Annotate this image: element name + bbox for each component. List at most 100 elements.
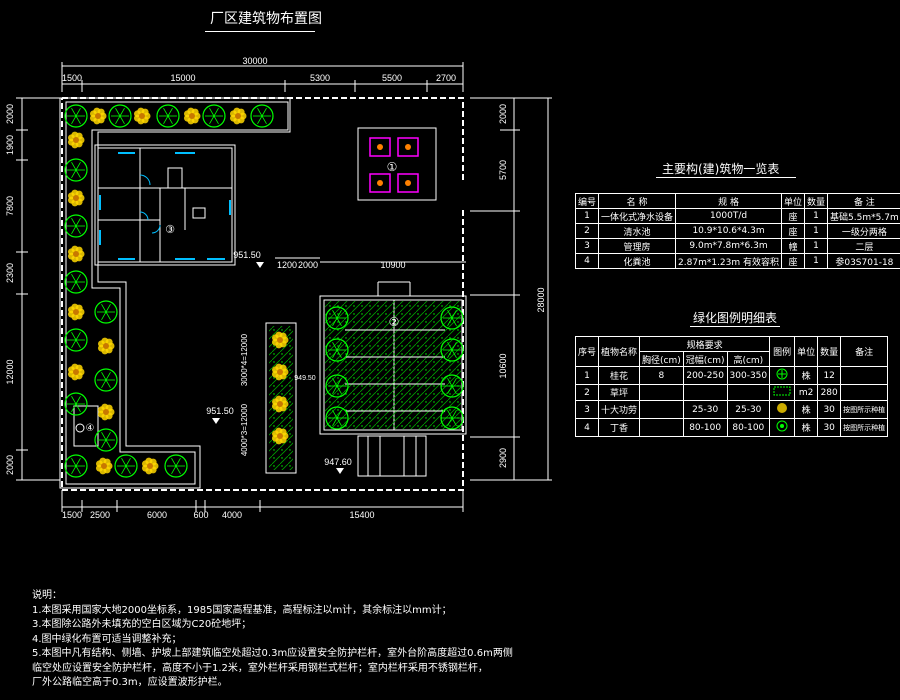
table-row: 2 草坪 m2 280 [574, 384, 889, 401]
admin-doors [139, 174, 161, 234]
shrub-symbol [67, 189, 85, 207]
top-dimension-lines [61, 62, 464, 92]
notes-block: 说明： 1.本图采用国家大地2000坐标系，1985国家高程基准，高程标注以m计… [32, 589, 513, 691]
admin-building [94, 144, 236, 266]
green-title-underline [690, 326, 780, 327]
drawing-title: 厂区建筑物布置图 [210, 11, 322, 27]
table-cell: 十大功劳 [598, 400, 641, 419]
table-cell: 80-100 [726, 418, 771, 437]
dim-right-4: 2900 [498, 448, 508, 468]
table-cell: 1 [574, 208, 600, 224]
table-cell: 8 [639, 366, 684, 385]
tree-symbol [94, 300, 118, 324]
admin-windows [99, 152, 231, 260]
table-cell [682, 384, 728, 401]
shrub-symbol [67, 131, 85, 149]
tree-symbol [64, 454, 88, 478]
elevation-2: 951.50 [206, 406, 234, 416]
tree-symbol [94, 428, 118, 452]
table-cell [639, 418, 684, 437]
dim-bottom-6: 15400 [349, 510, 374, 520]
table-row: 4 化粪池 2.87m*1.23m 有效容积 座 1 参03S701-18 [574, 253, 900, 269]
table-cell [840, 384, 889, 401]
equipment-cores [377, 144, 411, 186]
structures-table: 编号 名 称 规 格 单位 数量 备 注 1 一体化式净水设备 1000T/d … [574, 193, 900, 269]
table-row: 4 丁香 80-100 80-100 株 30 按图所示种植 [574, 418, 889, 437]
tree-symbol [156, 104, 180, 128]
shrub-symbol [67, 303, 85, 321]
green-header-cell: 备注 [840, 336, 889, 367]
green-header-row: 序号 植物名称 规格要求 图例 单位 数量 备注 [574, 336, 889, 367]
legend-lilac-icon [769, 418, 796, 437]
table-row: 3 十大功劳 25-30 25-30 株 30 按图所示种植 [574, 400, 889, 419]
table-cell: 株 [794, 366, 819, 385]
dim-bottom-2: 2500 [90, 510, 110, 520]
note-line: 4.图中绿化布置可适当调整补充； [32, 633, 182, 645]
tree-symbol [64, 392, 88, 416]
shrub-symbol [97, 403, 115, 421]
table-cell: 1 [804, 238, 829, 254]
table-cell: 参03S701-18 [827, 253, 900, 269]
table-cell: 管理房 [598, 238, 677, 254]
structures-header-cell: 备 注 [827, 193, 900, 209]
structures-header-row: 编号 名 称 规 格 单位 数量 备 注 [574, 193, 900, 209]
table-cell: 2.87m*1.23m 有效容积 [675, 253, 783, 269]
tree-symbol [202, 104, 226, 128]
table-cell: 草坪 [598, 384, 641, 401]
table-cell: 一体化式净水设备 [598, 208, 677, 224]
table-row: 2 清水池 10.9*10.6*4.3m 座 1 一级分两格 [574, 223, 900, 239]
shrub-symbol [229, 107, 247, 125]
structures-header-cell: 规 格 [675, 193, 783, 209]
tree-symbol [250, 104, 274, 128]
green-belt [59, 97, 291, 489]
table-cell: 按图所示种植 [840, 400, 889, 419]
table-cell: 12 [817, 366, 842, 385]
dim-right-3: 10600 [498, 353, 508, 378]
table-cell: 按图所示种植 [840, 418, 889, 437]
dim-right-total: 28000 [536, 287, 546, 312]
dim-top-2: 15000 [170, 73, 195, 83]
table-cell: 280 [817, 384, 842, 401]
table-cell: 2 [574, 223, 600, 239]
table-cell [840, 366, 889, 385]
tree-symbol [64, 328, 88, 352]
dim-bottom-5: 4000 [222, 510, 242, 520]
table-cell: 4 [574, 253, 600, 269]
dim-top-1: 1500 [62, 73, 82, 83]
table-cell: 3 [574, 400, 600, 419]
marker-3: ③ [165, 223, 175, 236]
green-subheader-cell: 胸径(cm) [639, 351, 684, 367]
tree-symbol [440, 338, 464, 362]
note-line: 厂外公路临空高于0.3m，应设置波形护栏。 [32, 677, 228, 688]
shrub-symbol [271, 395, 289, 413]
note-line: 1.本图采用国家大地2000坐标系，1985国家高程基准，高程标注以m计，其余标… [32, 604, 452, 616]
dim-bottom-3: 6000 [147, 510, 167, 520]
dim-left-6: 2000 [5, 455, 15, 475]
green-table-title: 绿化图例明细表 [693, 311, 778, 325]
tree-symbol [440, 306, 464, 330]
dim-top-4: 5500 [382, 73, 402, 83]
table-row: 1 一体化式净水设备 1000T/d 座 1 基础5.5m*5.7m [574, 208, 900, 224]
table-cell: 株 [794, 400, 819, 419]
table-cell [639, 400, 684, 419]
tree-symbol [325, 406, 349, 430]
table-cell: 3 [574, 238, 600, 254]
tree-symbol [108, 104, 132, 128]
table-cell: 座 [781, 208, 806, 224]
table-cell: 幢 [781, 238, 806, 254]
table-cell: 9.0m*7.8m*6.3m [675, 238, 783, 254]
elevation-1: 951.50 [233, 250, 261, 260]
structures-header-cell: 编号 [574, 193, 600, 209]
table-cell: 200-250 [682, 366, 728, 385]
dim-mid-a: 1200 [277, 260, 297, 270]
tree-symbol [94, 368, 118, 392]
note-line: 临空处应设置安全防护栏杆，高度不小于1.2米，室外栏杆采用钢栏式栏杆；室内栏杆采… [32, 662, 488, 674]
pool-pipes [345, 329, 445, 412]
table-cell: 一级分两格 [827, 223, 900, 239]
structures-table-title: 主要构(建)筑物一览表 [662, 162, 780, 176]
green-legend-table: 序号 植物名称 规格要求 图例 单位 数量 备注 胸径(cm) 冠幅(cm) 高… [574, 336, 889, 437]
structures-header-cell: 名 称 [598, 193, 677, 209]
tree-symbol [64, 104, 88, 128]
title-underline [205, 31, 315, 32]
